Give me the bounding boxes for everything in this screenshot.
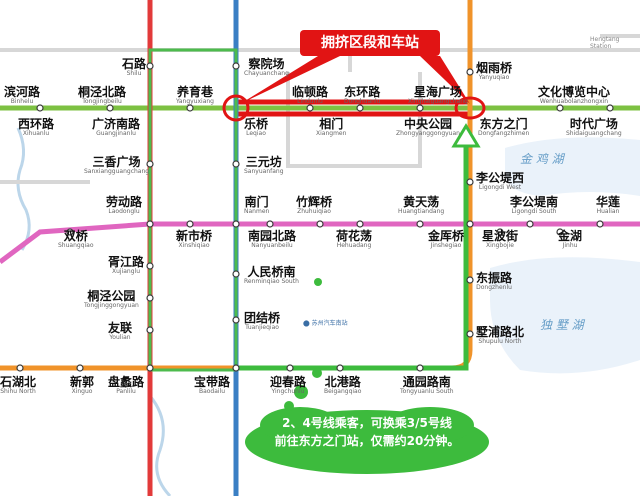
transfer-note-line2: 前往东方之门站，仅需约20分钟。	[274, 434, 460, 448]
canal-south	[148, 395, 172, 496]
transfer-loop	[148, 48, 238, 372]
congested-station-left	[222, 94, 250, 122]
bus-station-label: ⬤ 苏州汽车南站	[303, 320, 348, 327]
dushu-lake-label: 独 墅 湖	[540, 318, 584, 332]
transfer-note: 2、4号线乘客，可换乘3/5号线 前往东方之门站，仅需约20分钟。	[252, 414, 482, 470]
transfer-note-line1: 2、4号线乘客，可换乘3/5号线	[282, 416, 452, 430]
transfer-note-cloud	[245, 278, 489, 474]
bus-station-name: 苏州汽车南站	[311, 320, 348, 327]
callout-pointer-right	[420, 56, 470, 104]
line-3-track	[0, 221, 640, 264]
callout-pointer-left	[240, 56, 340, 104]
dushu-lake	[490, 257, 640, 374]
congested-station-right	[454, 96, 486, 120]
station-markers	[16, 62, 614, 372]
transfer-route	[236, 140, 469, 371]
transfer-arrow-head	[451, 123, 481, 148]
jinji-lake-north	[505, 137, 640, 196]
corner-label: Hengtang Station	[590, 36, 620, 50]
congestion-callout: 拥挤区段和车站	[300, 30, 440, 56]
canal-west	[16, 127, 31, 251]
jinji-lake-label: 金 鸡 湖	[520, 152, 564, 166]
